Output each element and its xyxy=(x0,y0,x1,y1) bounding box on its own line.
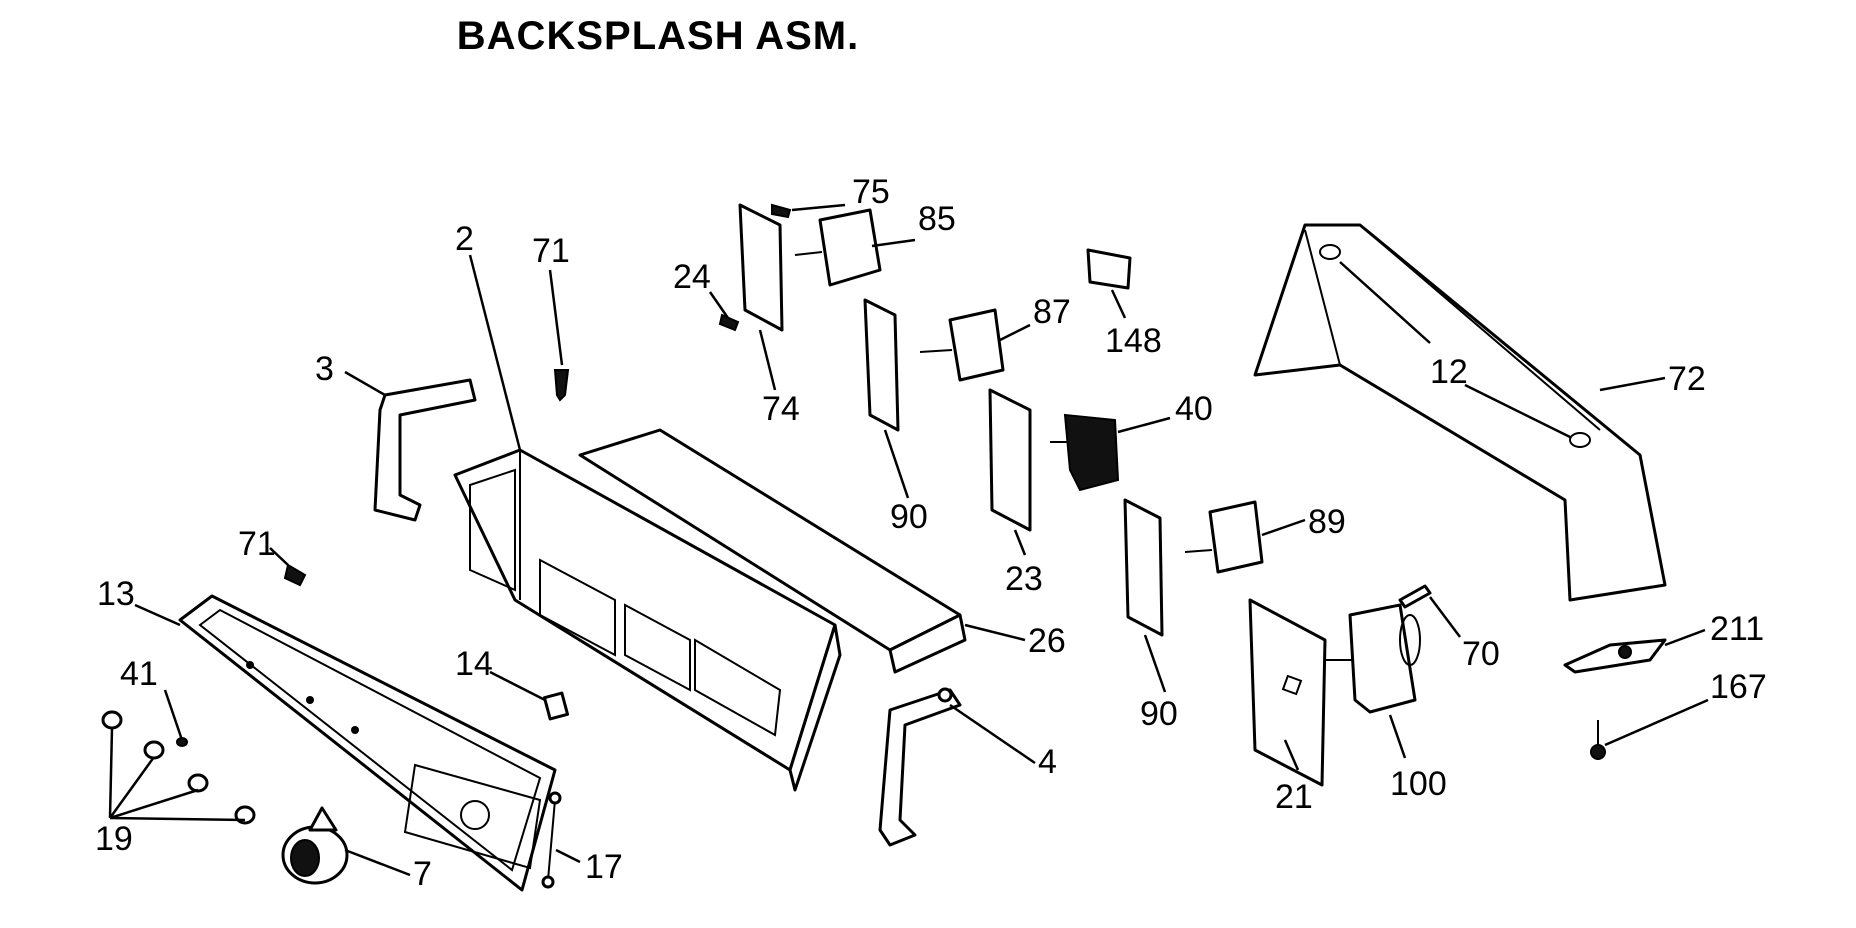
callout-7: 7 xyxy=(413,855,432,893)
callout-3: 3 xyxy=(315,350,334,388)
callout-89: 89 xyxy=(1308,503,1346,541)
plate-23 xyxy=(988,388,1032,532)
left-end-bracket xyxy=(373,378,477,522)
bolt-167 xyxy=(1590,720,1606,760)
callout-40: 40 xyxy=(1175,390,1213,428)
callout-90-upper: 90 xyxy=(890,498,928,536)
rear-backsplash-72 xyxy=(1253,223,1667,602)
switch-89 xyxy=(1184,500,1264,574)
switch-85 xyxy=(794,208,882,287)
knob-19-a xyxy=(101,710,123,730)
callout-211: 211 xyxy=(1710,610,1764,648)
callout-23: 23 xyxy=(1005,560,1043,598)
callout-41: 41 xyxy=(120,655,158,693)
bracket-90-upper xyxy=(863,298,900,432)
callout-19: 19 xyxy=(95,820,133,858)
callout-4: 4 xyxy=(1038,743,1057,781)
callout-74: 74 xyxy=(762,390,800,428)
right-end-bracket xyxy=(878,687,962,847)
diagram-title: BACKSPLASH ASM. xyxy=(456,14,860,58)
selector-switch-40 xyxy=(1050,413,1120,492)
callout-labels: 2 71 3 71 13 41 19 7 14 17 4 26 24 75 85… xyxy=(95,173,1767,893)
switch-87 xyxy=(919,308,1005,382)
callout-14: 14 xyxy=(455,645,493,683)
clip-14 xyxy=(542,691,570,721)
callout-71-left: 71 xyxy=(238,525,276,563)
screw-75 xyxy=(771,203,792,219)
timer-knob-7 xyxy=(281,806,349,885)
callout-90-lower: 90 xyxy=(1140,695,1178,733)
callout-148: 148 xyxy=(1105,322,1162,360)
top-cover xyxy=(578,428,967,674)
screw-70 xyxy=(1398,584,1432,609)
callout-2: 2 xyxy=(455,220,474,258)
callout-72: 72 xyxy=(1668,360,1706,398)
callout-21: 21 xyxy=(1275,778,1313,816)
lamp-socket-148 xyxy=(1086,248,1132,290)
callout-71-top: 71 xyxy=(532,232,570,270)
hinge-bracket-211 xyxy=(1563,638,1667,674)
bracket-74 xyxy=(738,203,784,332)
callout-24: 24 xyxy=(673,258,711,296)
timer-plate-21 xyxy=(1248,598,1327,787)
callout-100: 100 xyxy=(1390,765,1447,803)
callout-13: 13 xyxy=(97,575,135,613)
callout-75: 75 xyxy=(852,173,890,211)
spring-17 xyxy=(541,791,562,889)
bracket-90-lower xyxy=(1123,498,1164,637)
knob-19-b xyxy=(143,740,165,760)
screw-71-left xyxy=(283,563,307,587)
callout-70: 70 xyxy=(1462,635,1500,673)
timer-motor-100 xyxy=(1325,603,1421,714)
screw-71-top xyxy=(553,369,570,402)
callout-85: 85 xyxy=(918,200,956,238)
control-panel-face xyxy=(178,594,557,892)
screw-24 xyxy=(718,313,740,332)
leader-lines xyxy=(108,203,1709,877)
callout-17: 17 xyxy=(585,848,623,886)
callout-26: 26 xyxy=(1028,622,1066,660)
callout-12: 12 xyxy=(1430,353,1468,391)
knob-19-c xyxy=(187,773,209,793)
callout-167: 167 xyxy=(1710,668,1767,706)
console-housing xyxy=(453,448,842,792)
callout-87: 87 xyxy=(1033,293,1071,331)
